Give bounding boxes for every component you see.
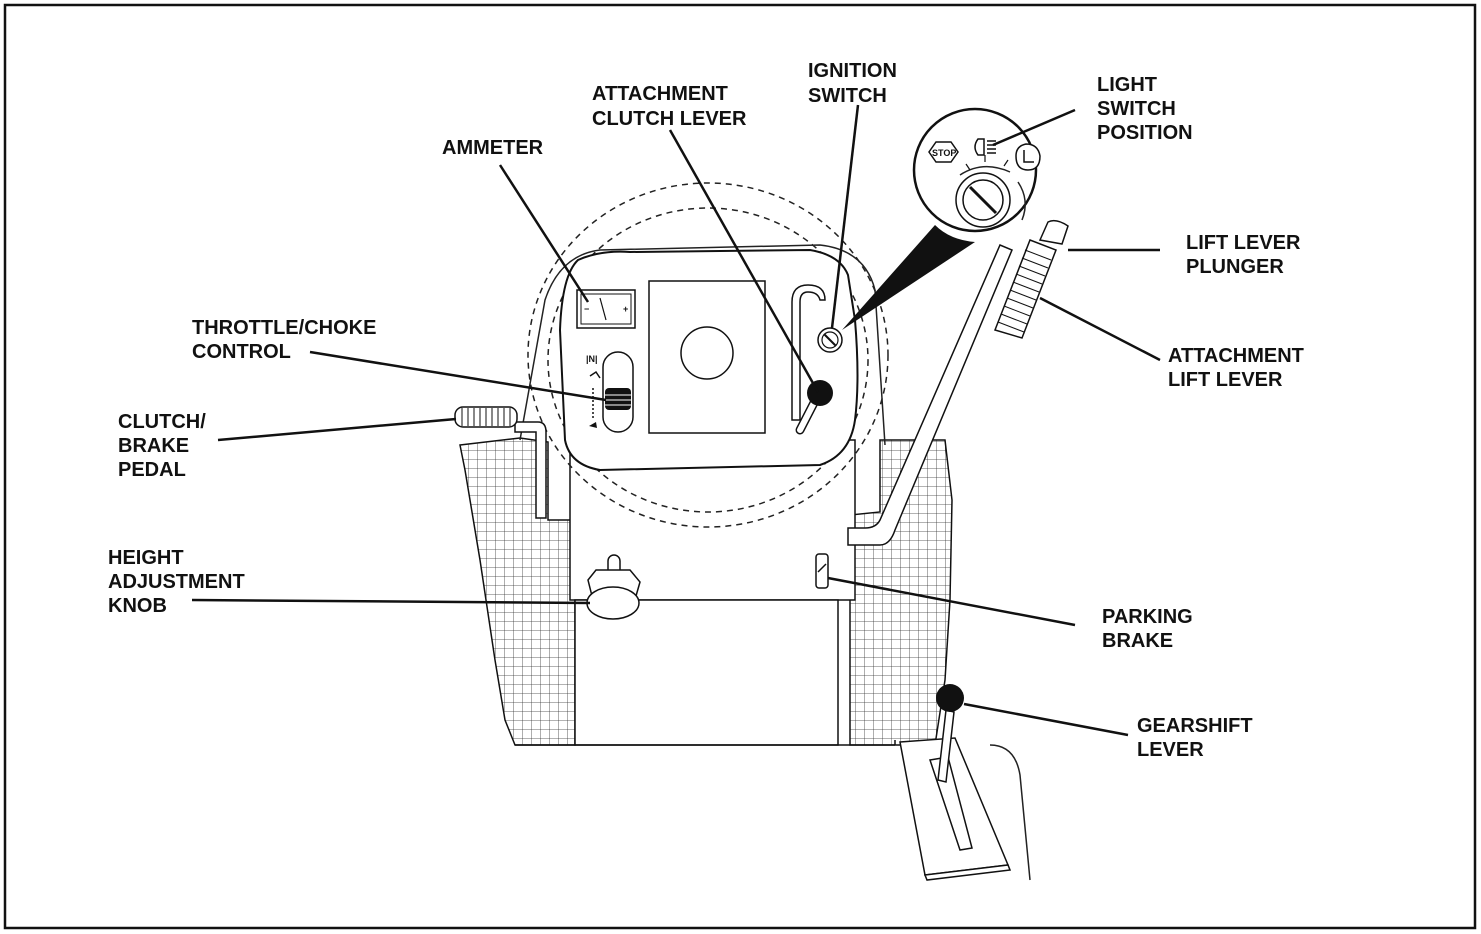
steering-wheel-outer-dashed — [527, 182, 889, 528]
label-attachment-lift-lever: ATTACHMENT LIFT LEVER — [1168, 345, 1309, 391]
choke-symbol: |N| — [586, 354, 598, 364]
attachment-lift-lever-graphic — [847, 219, 1069, 546]
label-throttle-choke-control: THROTTLE/CHOKE CONTROL — [192, 317, 382, 363]
leader-lines — [191, 104, 1161, 737]
frame-border — [3, 3, 1477, 930]
label-parking-brake: PARKING BRAKE — [1102, 606, 1198, 652]
gearshift-graphic — [899, 684, 1031, 881]
throttle-choke-slider: |N| — [586, 351, 634, 433]
ammeter-icon: − + — [576, 289, 636, 329]
ammeter-plus-glyph: + — [623, 304, 628, 314]
stop-icon-text: STOP — [932, 148, 956, 158]
center-display — [648, 280, 766, 434]
parking-brake-graphic — [815, 553, 829, 589]
label-gearshift-lever: GEARSHIFT LEVER — [1137, 715, 1258, 761]
left-fender-mesh — [459, 437, 576, 746]
label-ignition-switch: IGNITION SWITCH — [808, 60, 902, 107]
engine-start-icon — [1015, 143, 1041, 171]
ignition-switch-icon — [817, 327, 843, 353]
steering-wheel-inner-dashed — [547, 207, 869, 513]
ammeter-minus-glyph: − — [584, 304, 589, 314]
stop-icon — [928, 141, 959, 163]
callout-labels: AMMETER ATTACHMENT CLUTCH LEVER IGNITION… — [108, 60, 1309, 761]
label-light-switch-position: LIGHT SWITCH POSITION — [1097, 74, 1193, 144]
label-ammeter: AMMETER — [442, 137, 544, 159]
label-lift-lever-plunger: LIFT LEVER PLUNGER — [1186, 232, 1306, 278]
label-attachment-clutch-lever: ATTACHMENT CLUTCH LEVER — [592, 83, 747, 130]
clutch-brake-pedal-graphic — [454, 406, 547, 519]
label-height-adjustment-knob: HEIGHT ADJUSTMENT KNOB — [108, 547, 250, 617]
height-adjustment-knob-graphic — [586, 554, 641, 620]
label-clutch-brake-pedal: CLUTCH/ BRAKE PEDAL — [118, 411, 211, 481]
